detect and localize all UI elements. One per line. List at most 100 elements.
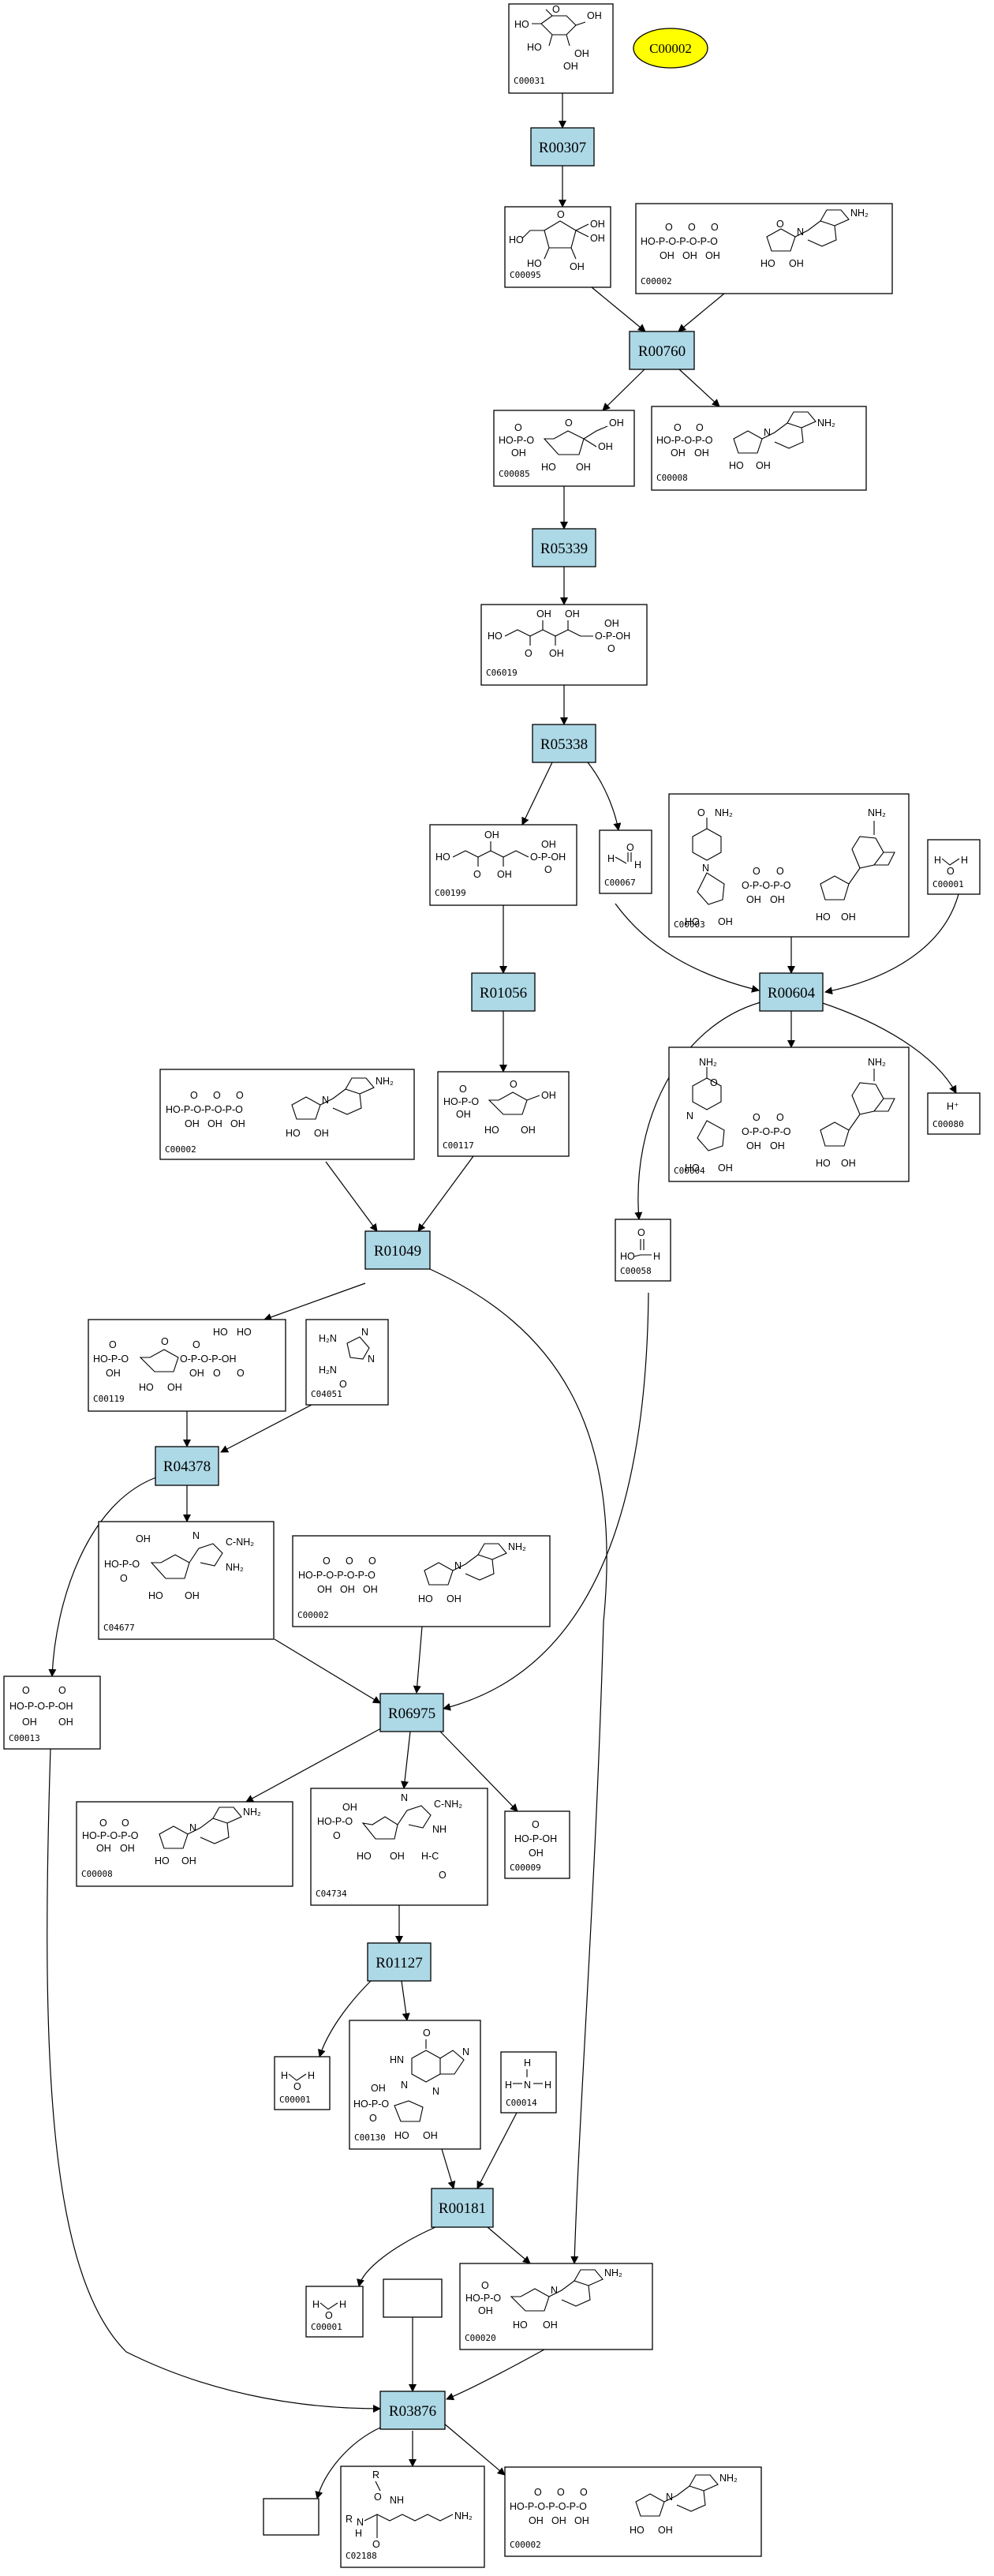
compound-c06019[interactable]: HO OH O OH OH O-P-OH OH O C06019 [480,604,648,686]
compound-c00014[interactable]: H H N H C00014 [500,2051,557,2114]
structure-nadh: NH₂ O N HO OH O-P-O-P-O O O OH OH NH₂ HO… [685,1057,895,1174]
compound-id: C00001 [279,2095,311,2105]
compound-c00067[interactable]: H O H C00067 [599,829,652,894]
svg-text:OH: OH [371,2083,386,2094]
compound-c00002-bottom[interactable]: HO-P-O-P-O-P-O O O O OH OH OH N NH₂ HO O… [504,2466,762,2557]
reaction-r05339[interactable]: R05339 [532,528,596,567]
svg-text:NH₂: NH₂ [868,1057,886,1068]
edge-c04051-r04378 [220,1404,312,1453]
structure-atp: HO-P-O-P-O-P-O O O O OH OH OH O N NH₂ HO… [641,208,869,269]
reaction-r03876[interactable]: R03876 [379,2391,446,2430]
highlight-node[interactable]: C00002 [633,28,708,69]
svg-text:H: H [312,2299,320,2310]
compound-c00001-low[interactable]: H O H C00001 [305,2286,364,2338]
compound-c00008-low[interactable]: HO-P-O-P-O O O OH OH N NH₂ HO OH C00008 [76,1801,293,1887]
reaction-label: R03876 [389,2403,436,2420]
edge-c00020-r03876 [446,2349,545,2401]
compound-id: C00130 [354,2132,386,2143]
compound-c00004[interactable]: NH₂ O N HO OH O-P-O-P-O O O OH OH NH₂ HO… [668,1046,910,1182]
reaction-r00181[interactable]: R00181 [431,2188,494,2228]
svg-text:N: N [322,1095,329,1106]
compound-unlabeled-lower[interactable] [263,2498,320,2536]
compound-c00002-low[interactable]: HO-P-O-P-O-P-O O O O OH OH OH N NH₂ HO O… [292,1535,551,1627]
svg-text:NH₂: NH₂ [508,1541,526,1552]
compound-c00080[interactable]: H⁺ C00080 [927,1092,981,1135]
svg-text:HO: HO [527,258,542,269]
compound-id: C00008 [656,473,688,483]
svg-text:OH: OH [756,460,771,471]
svg-text:OH: OH [565,608,580,620]
reaction-r01056[interactable]: R01056 [471,972,536,1012]
reaction-r00760[interactable]: R00760 [629,331,695,370]
reaction-r06975[interactable]: R06975 [379,1693,444,1732]
svg-text:HO-P-O: HO-P-O [353,2099,389,2110]
svg-text:R: R [372,2469,379,2481]
svg-text:OH: OH [230,1118,245,1129]
edge-c00002-r06975 [413,1626,423,1694]
compound-c00130[interactable]: O HN N N N OH HO-P-O O HO OH C00130 [349,2020,481,2150]
edge-r06975-c04734 [401,1731,411,1789]
proton-symbol: H⁺ [947,1101,959,1112]
compound-c04051[interactable]: H₂N N N H₂N O C04051 [305,1319,389,1406]
compound-c00095[interactable]: O OH OH HO HO OH C00095 [504,206,611,288]
compound-c00117[interactable]: HO-P-O O OH O OH HO OH C00117 [437,1071,570,1157]
svg-text:OH: OH [770,894,785,905]
svg-text:N: N [357,2517,364,2528]
edge-c00002-r00760 [678,293,725,332]
reaction-r05338[interactable]: R05338 [532,724,596,763]
svg-text:NH₂: NH₂ [850,208,869,219]
compound-c00001-mid[interactable]: H O H C00001 [274,2056,331,2110]
compound-c02188[interactable]: R O NH R N H NH₂ O C02188 [340,2466,485,2568]
svg-text:NH₂: NH₂ [817,417,835,429]
edges [47,93,959,2499]
compound-c00009[interactable]: O HO-P-OH OH C00009 [504,1810,570,1879]
compound-c00119[interactable]: HO-P-O O OH O O-P-O-P-OH O HO HO OH O O … [88,1319,286,1412]
compound-c00199[interactable]: HO O OH OH O-P-OH OH O C00199 [429,824,577,906]
compound-unlabeled-upper[interactable] [383,2278,443,2318]
svg-text:O: O [607,643,615,654]
svg-text:OH: OH [342,1802,357,1813]
reaction-r01049[interactable]: R01049 [364,1230,431,1270]
reaction-r00604[interactable]: R00604 [759,972,824,1012]
compound-c00020[interactable]: HO-P-O O OH N NH₂ HO OH C00020 [459,2263,653,2350]
compound-c04677[interactable]: OH HO-P-O O N C-NH₂ NH₂ HO OH C04677 [98,1521,275,1640]
compound-c00002-mid[interactable]: HO-P-O-P-O-P-O O O O OH OH OH N NH₂ HO O… [159,1069,415,1160]
compound-c00003[interactable]: O NH₂ N HO OH O-P-O-P-O O O OH OH NH₂ HO… [668,793,910,938]
compound-c00002-top[interactable]: HO-P-O-P-O-P-O O O O OH OH OH O N NH₂ HO… [635,203,893,294]
compound-c00031[interactable]: HO OH OH HO OH O C00031 [508,3,614,94]
svg-text:OH: OH [590,233,605,244]
compound-c00001-top[interactable]: H O H C00001 [927,839,981,895]
svg-text:O: O [192,1339,200,1350]
svg-text:O: O [325,2310,333,2321]
svg-text:N: N [462,2046,469,2057]
reaction-r04378[interactable]: R04378 [155,1446,219,1486]
structure-r5p: HO-P-O O OH O OH HO OH [443,1079,556,1136]
svg-text:H₂N: H₂N [319,1365,337,1376]
svg-text:H: H [607,853,615,864]
compound-c00013[interactable]: O O HO-P-O-P-OH OH OH C00013 [3,1676,101,1750]
svg-text:O: O [333,1830,341,1841]
structure-fructose: O OH OH HO HO OH [509,209,605,272]
edge-c00067-r00604 [615,903,760,993]
compound-c04734[interactable]: OH HO-P-O O N C-NH₂ NH H-C O HO OH C0473… [310,1788,488,1906]
compound-c00085[interactable]: HO-P-O O OH O OH OH HO OH C00085 [493,410,635,487]
svg-text:O: O [339,1379,347,1390]
svg-text:O: O [637,1227,645,1238]
reaction-r01127[interactable]: R01127 [367,1942,432,1982]
compound-id: C00002 [297,1610,329,1620]
svg-text:HO-P-O-P-OH: HO-P-O-P-OH [9,1701,73,1712]
svg-text:HO: HO [760,258,775,269]
svg-text:O: O [368,1556,376,1567]
svg-text:OH: OH [58,1717,73,1728]
compound-c00058[interactable]: O HO H C00058 [615,1219,671,1282]
compound-c00008-top[interactable]: HO-P-O-P-O O O OH OH N NH₂ HO OH C00008 [651,406,867,491]
compound-id: C00014 [506,2098,537,2108]
svg-text:HO-P-O: HO-P-O [465,2293,501,2304]
reaction-r00307[interactable]: R00307 [530,127,595,167]
svg-text:OH: OH [587,10,602,21]
svg-text:N: N [702,863,709,874]
svg-text:OH: OH [574,2515,589,2526]
structure-water: H O H [934,855,968,877]
svg-text:N: N [524,2080,531,2091]
svg-text:HO: HO [237,1327,252,1338]
